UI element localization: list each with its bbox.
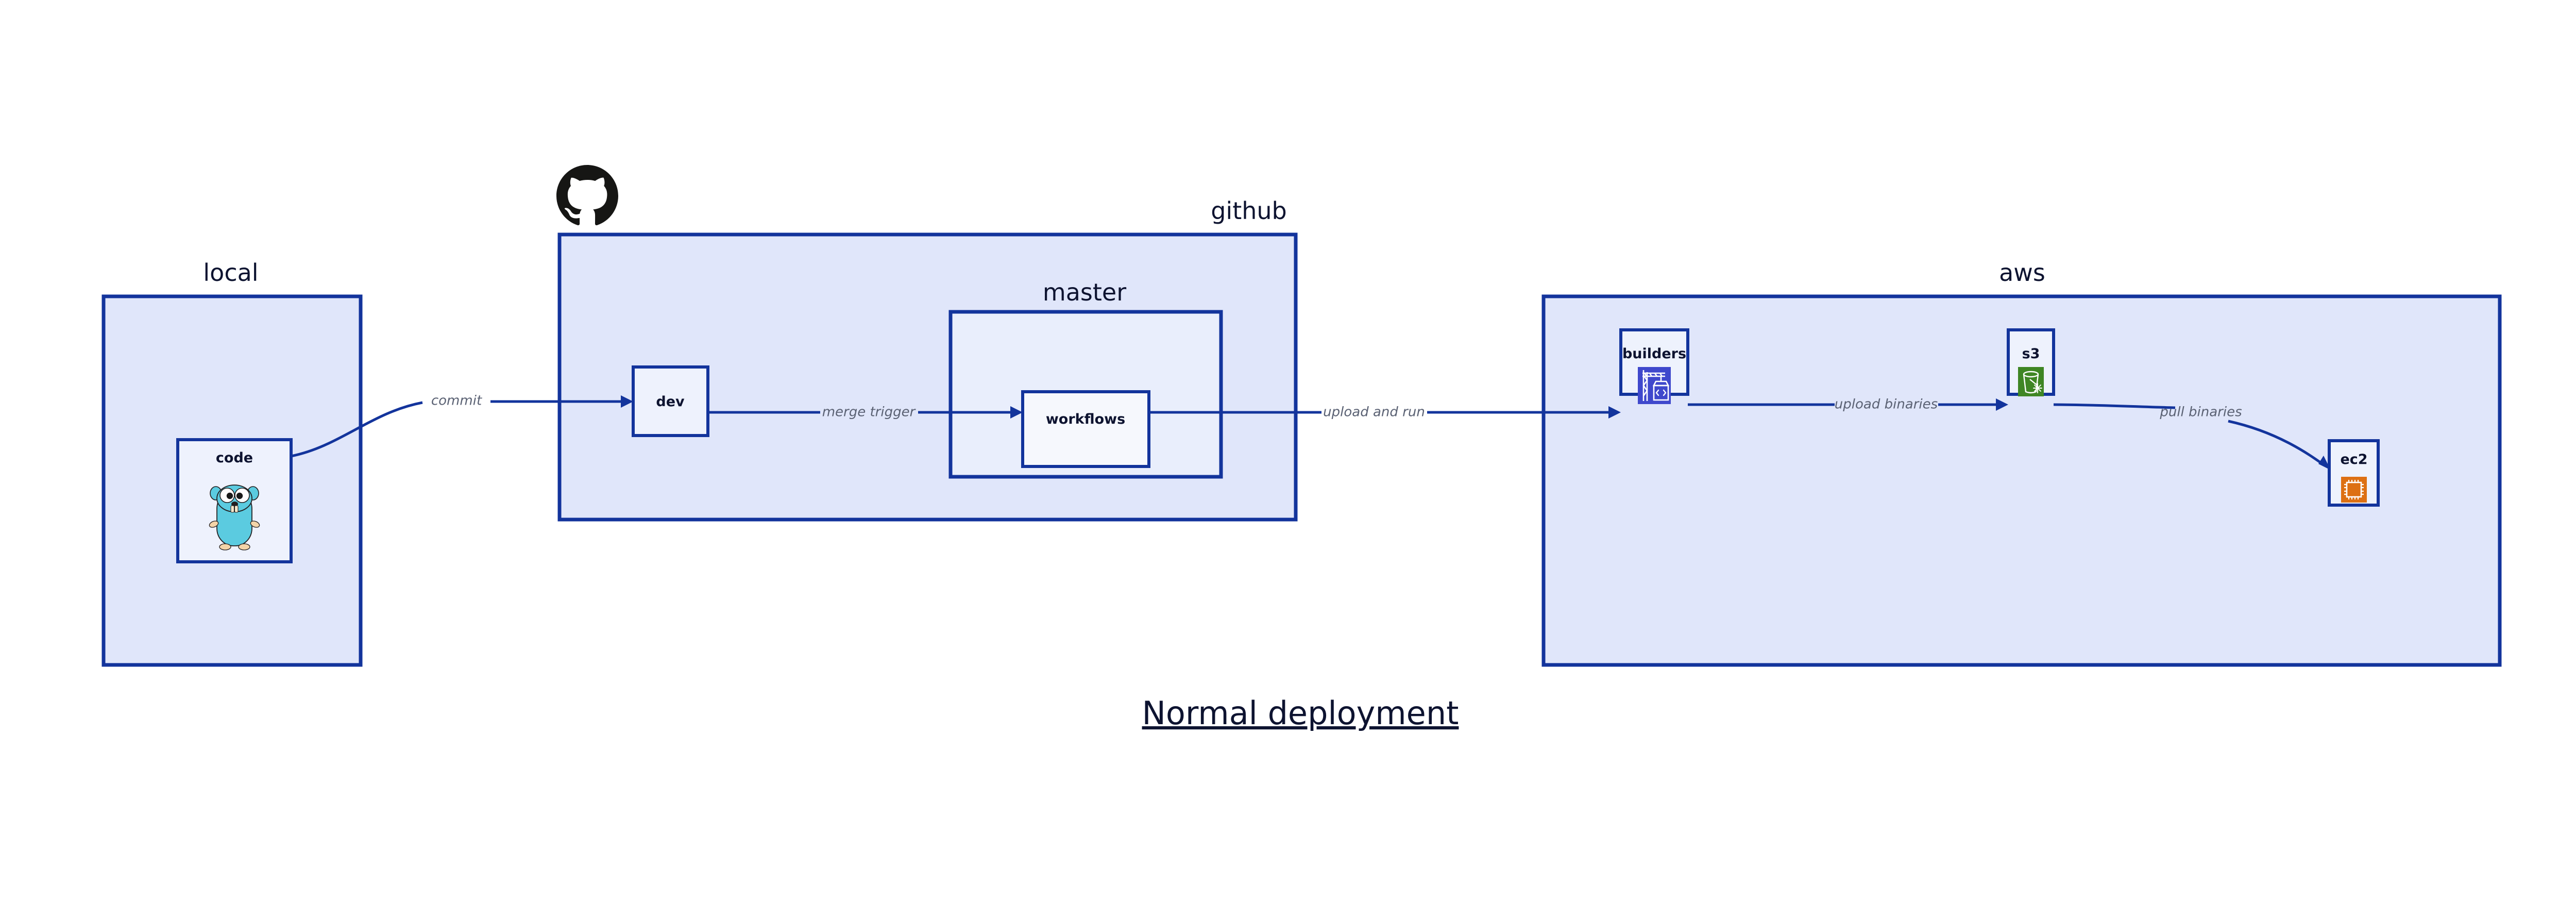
node-builders-label: builders [1622, 346, 1686, 362]
edge-pull-binaries-label: pull binaries [2159, 405, 2242, 420]
edge-commit-line-left [291, 401, 423, 458]
container-master-label: master [1043, 278, 1126, 306]
edge-upload-binaries: upload binaries [1688, 397, 2008, 412]
edge-commit-label: commit [431, 393, 482, 409]
edge-pull-binaries-arrowhead [2318, 456, 2331, 470]
node-workflows[interactable]: workflows [1021, 390, 1150, 468]
node-workflows-box [1021, 390, 1150, 468]
go-gopher-icon [209, 485, 260, 550]
github-octocat-icon [556, 165, 618, 226]
edge-upload-and-run-arrowhead [1608, 406, 1621, 419]
edge-pull-binaries-line-right [2228, 420, 2326, 467]
node-dev-label: dev [656, 394, 685, 410]
edge-upload-binaries-arrowhead [1996, 398, 2008, 411]
edge-commit-arrowhead [621, 395, 633, 408]
node-s3[interactable]: s3 [2007, 328, 2055, 396]
edge-pull-binaries: pull binaries [2053, 403, 2331, 470]
edge-upload-binaries-label: upload binaries [1835, 397, 1938, 412]
edge-upload-and-run-label: upload and run [1323, 405, 1425, 420]
container-aws-label: aws [1999, 259, 2045, 287]
aws-codebuild-icon [1638, 367, 1671, 404]
edge-merge-trigger-arrowhead [1010, 406, 1023, 419]
container-local-label: local [203, 259, 258, 287]
edge-pull-binaries-line-left [2053, 403, 2176, 409]
edge-upload-and-run: upload and run [1149, 405, 1621, 420]
edge-merge-trigger-label: merge trigger [822, 405, 917, 420]
container-github-label: github [1211, 197, 1287, 225]
diagram-caption: Normal deployment [1142, 694, 1459, 732]
aws-s3-glacier-icon [2018, 367, 2044, 396]
node-code-label: code [216, 450, 253, 466]
node-builders[interactable]: builders [1619, 328, 1689, 404]
node-s3-label: s3 [2022, 346, 2040, 362]
node-code[interactable]: code [176, 438, 293, 563]
edge-commit: commit [291, 393, 633, 458]
node-workflows-label: workflows [1046, 411, 1125, 427]
node-ec2[interactable]: ec2 [2328, 439, 2380, 507]
node-ec2-label: ec2 [2340, 452, 2367, 467]
node-dev-box [632, 365, 709, 437]
aws-ec2-icon [2341, 477, 2367, 503]
edge-merge-trigger: merge trigger [708, 405, 1023, 420]
node-dev[interactable]: dev [632, 365, 709, 437]
